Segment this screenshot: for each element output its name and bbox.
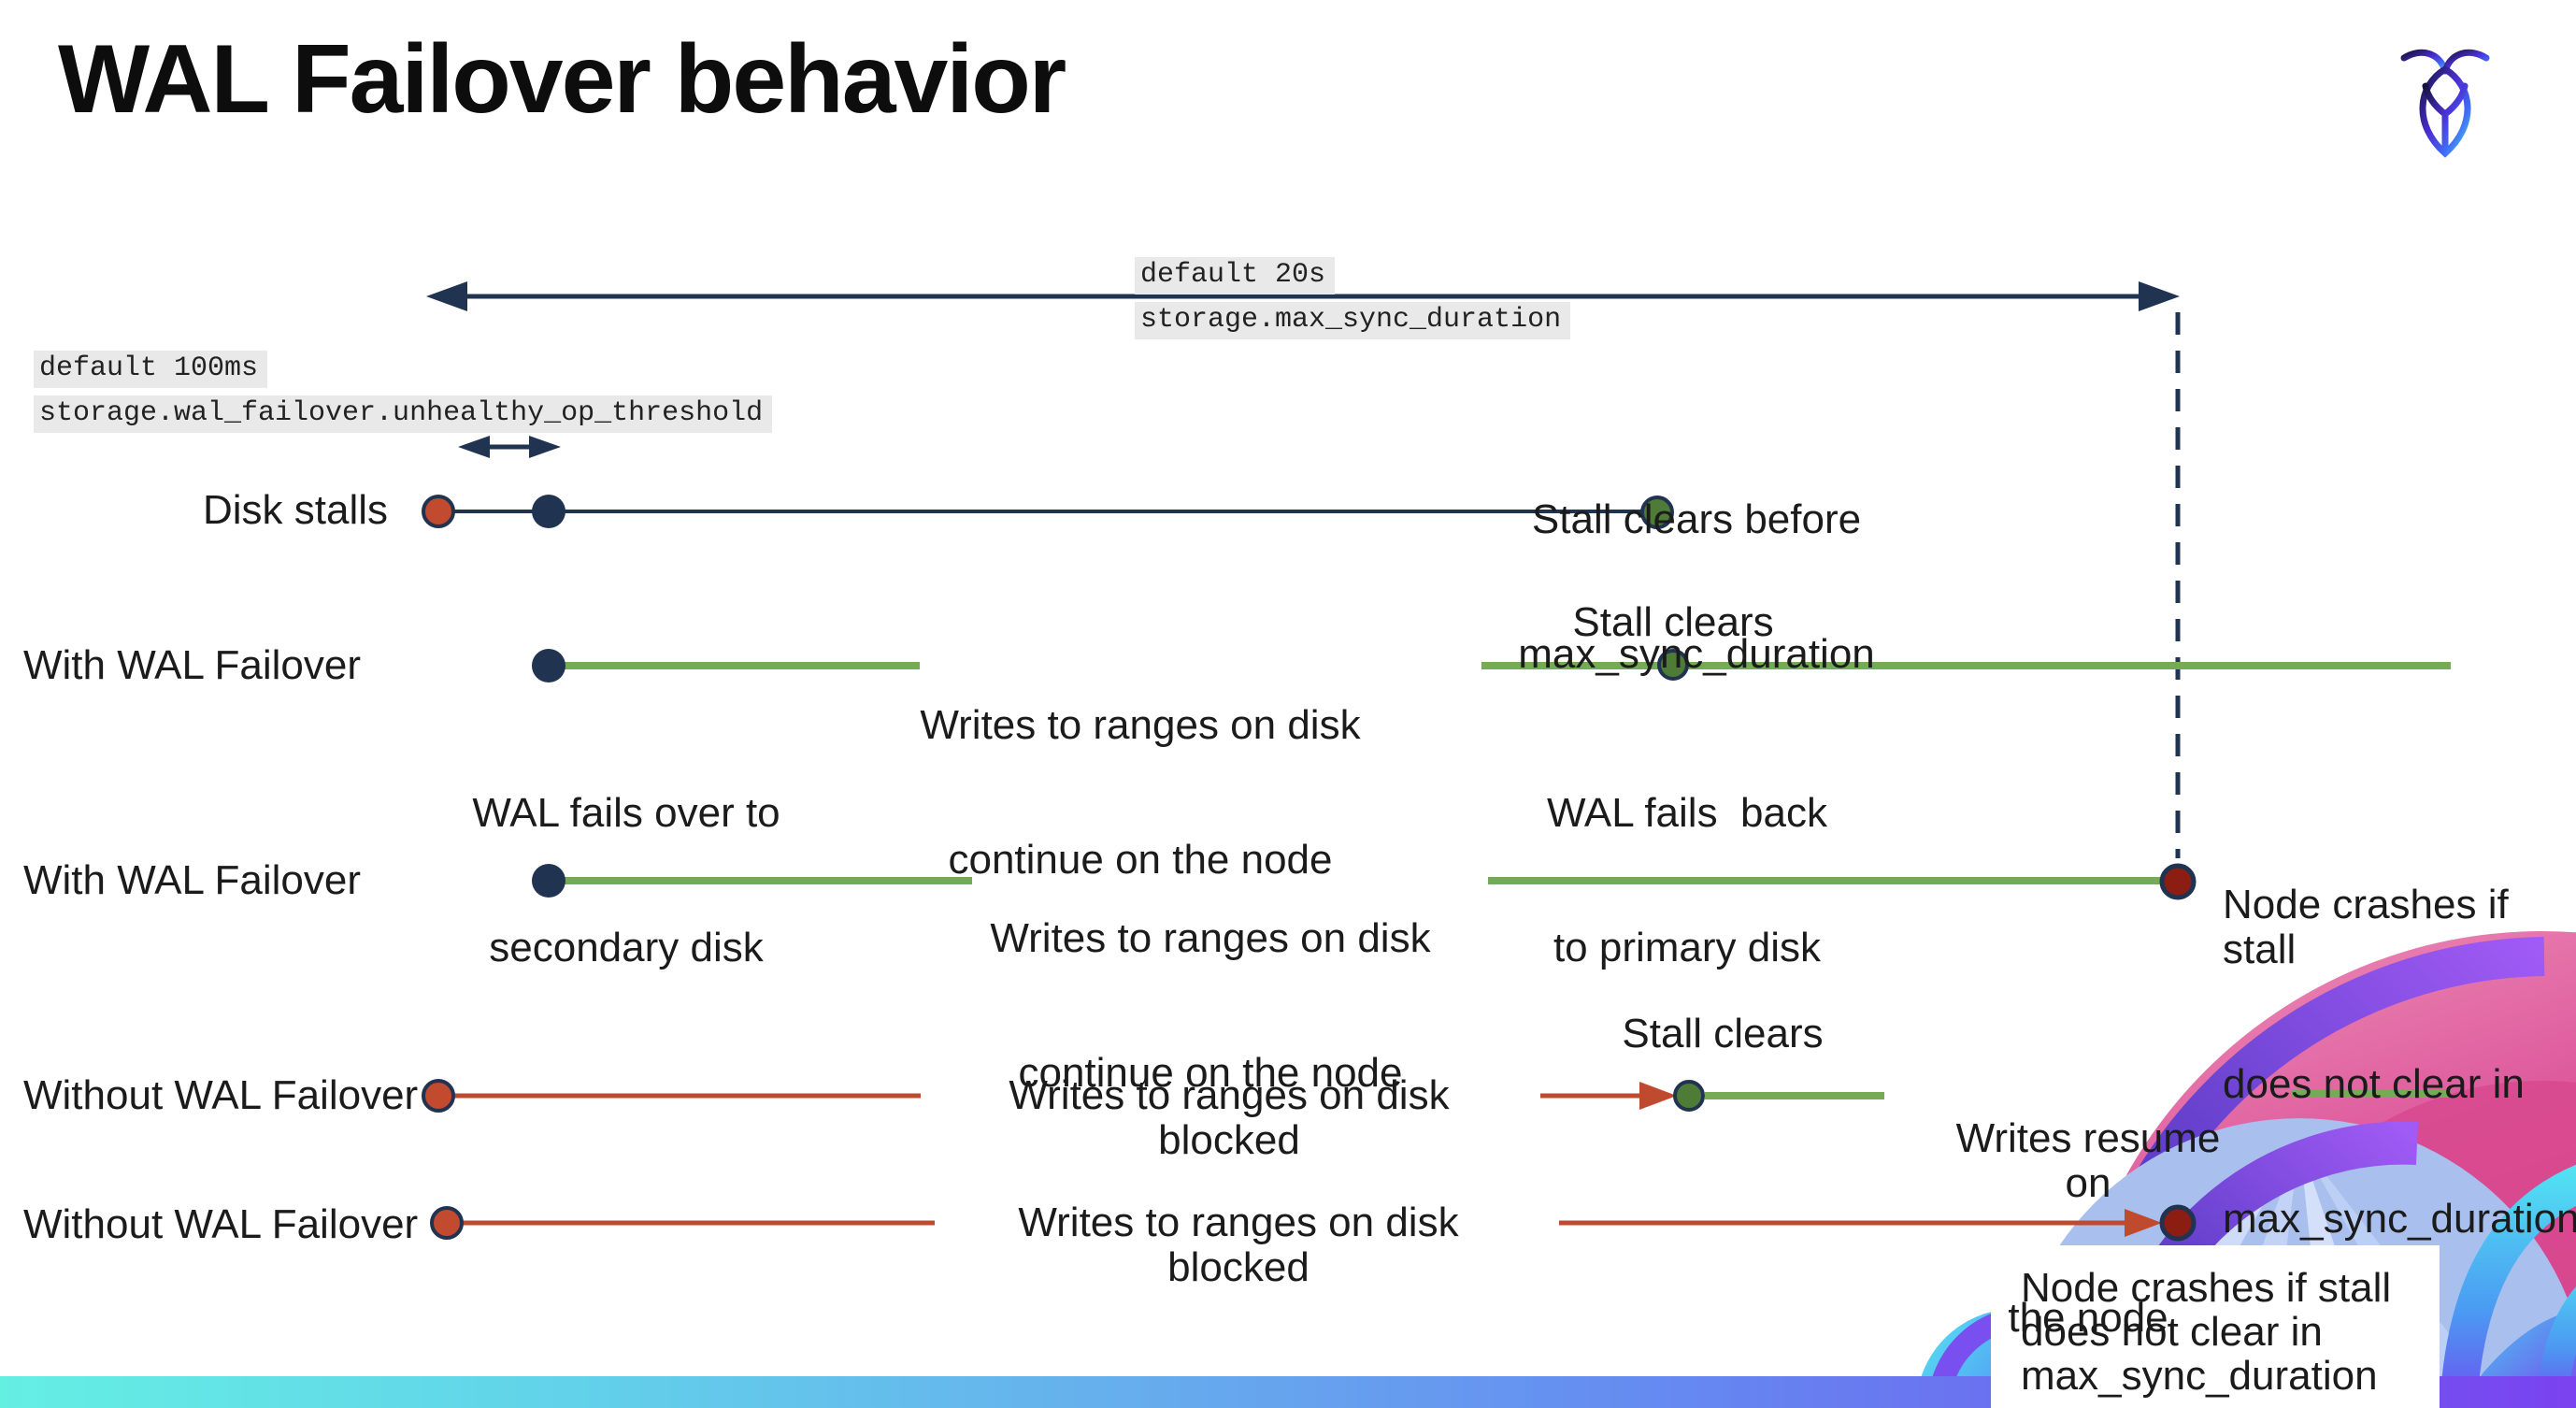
note-line: Node crashes if stall — [2223, 882, 2520, 972]
note-line: continue on the node — [1018, 1050, 1403, 1096]
note-line: the node — [2008, 1295, 2168, 1341]
node-crashes-note: Node crashes if stall does not clear in … — [2223, 793, 2576, 1331]
setting-default-value: default 100ms — [34, 351, 268, 388]
failover-dot — [532, 649, 565, 682]
note-line: WAL fails over to — [472, 790, 780, 836]
stall-start-dot — [422, 1079, 455, 1113]
stall-start-dot — [422, 495, 455, 528]
setting-name: storage.max_sync_duration — [1135, 302, 1571, 339]
max-sync-duration-setting-label: default 20s storage.max_sync_duration — [1135, 257, 1571, 345]
note-line: Writes to ranges on disk — [990, 915, 1431, 961]
writes-continue-note: Writes to ranges on disk continue on the… — [963, 826, 1458, 1185]
page-title: WAL Failover behavior — [58, 25, 1066, 134]
writes-blocked-note: Writes to ranges on disk blocked — [1009, 1072, 1473, 1163]
stall-clears-before-note: Stall clears before max_sync_duration — [1486, 408, 1907, 767]
note-line: secondary disk — [489, 925, 764, 970]
arrowhead-left-icon — [458, 436, 490, 458]
row-label-disk-stalls: Disk stalls — [202, 487, 388, 533]
stall-clears-note: Stall clears — [1572, 599, 1774, 645]
threshold-dot — [532, 495, 565, 528]
note-line: does not clear in — [2223, 1061, 2525, 1107]
crash-note-line: max_sync_duration — [2021, 1353, 2378, 1399]
node-crash-dot — [2159, 863, 2197, 900]
cockroachdb-logo-icon — [2400, 49, 2490, 158]
row-label-without-wal-failover: Without WAL Failover — [23, 1201, 419, 1247]
writes-resume-note: Writes resume on the node — [1942, 1027, 2234, 1408]
arrowhead-left-icon — [426, 281, 467, 311]
note-line: WAL fails back — [1547, 790, 1827, 836]
wal-fails-back-note: WAL fails back to primary disk — [1524, 701, 1851, 1060]
setting-default-value: default 20s — [1135, 257, 1336, 295]
row-label-with-wal-failover: With WAL Failover — [23, 642, 362, 688]
crash-note-line: does not clear in — [2021, 1309, 2323, 1355]
setting-name: storage.wal_failover.unhealthy_op_thresh… — [34, 395, 773, 433]
note-line: Writes to ranges on disk — [920, 702, 1361, 748]
unhealthy-op-threshold-setting-label: default 100ms storage.wal_failover.unhea… — [34, 351, 773, 438]
wal-fails-over-note: WAL fails over to secondary disk — [463, 701, 790, 1060]
arrowhead-right-icon — [1639, 1082, 1677, 1110]
writes-blocked-note: Writes to ranges on disk blocked — [1018, 1200, 1482, 1290]
note-line: to primary disk — [1553, 925, 1822, 970]
note-line: max_sync_duration — [2223, 1196, 2576, 1242]
stall-clears-note: Stall clears — [1622, 1011, 1824, 1056]
note-line: Stall clears before — [1531, 496, 1862, 542]
arrowhead-right-icon — [529, 436, 561, 458]
crash-note-line: Node crashes if stall — [2021, 1265, 2392, 1311]
row-label-without-wal-failover: Without WAL Failover — [23, 1072, 419, 1118]
crash-callout-box: Node crashes if stall does not clear in … — [1991, 1245, 2440, 1408]
stall-clears-dot — [1673, 1080, 1705, 1112]
note-line: Writes resume on — [1955, 1115, 2232, 1206]
note-line: continue on the node — [948, 837, 1333, 883]
note-line: max_sync_duration — [1518, 631, 1875, 677]
arrowhead-right-icon — [2139, 281, 2180, 311]
row-label-with-wal-failover: With WAL Failover — [23, 857, 362, 903]
writes-continue-note: Writes to ranges on disk continue on the… — [893, 613, 1388, 972]
stall-start-dot — [430, 1206, 464, 1240]
